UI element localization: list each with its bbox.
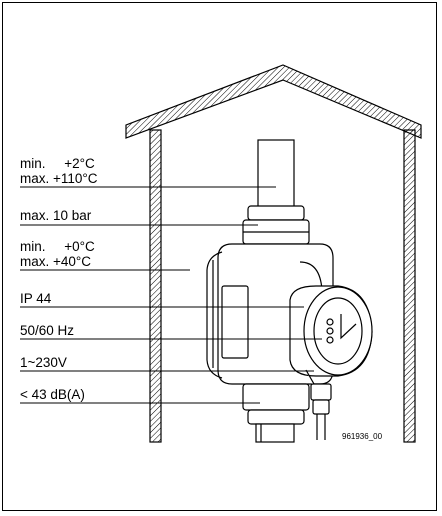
label-protection-class: IP 44 — [20, 291, 52, 306]
pipe-lower — [255, 423, 295, 443]
reference-code: 961936_00 — [342, 432, 383, 441]
label-pressure-max: max. 10 bar — [20, 208, 92, 223]
cable-gland — [305, 369, 332, 440]
label-noise-level: < 43 dB(A) — [20, 387, 85, 402]
house-wall-right — [403, 129, 416, 443]
union-nut-lower — [242, 383, 310, 425]
label-temp-medium-max: max. +110°C — [20, 171, 98, 186]
leader-lines — [20, 186, 322, 404]
label-temp-medium-min: min. +2°C — [20, 156, 95, 171]
house-wall-left — [149, 129, 162, 443]
label-temp-ambient-min: min. +0°C — [20, 239, 95, 254]
pump-motor — [289, 285, 373, 377]
house-roof — [125, 64, 422, 139]
label-voltage: 1~230V — [20, 355, 67, 370]
label-frequency: 50/60 Hz — [20, 323, 74, 338]
speed-selector-icon — [326, 314, 357, 344]
label-temp-ambient-max: max. +40°C — [20, 254, 91, 269]
pipe-upper — [257, 139, 295, 209]
